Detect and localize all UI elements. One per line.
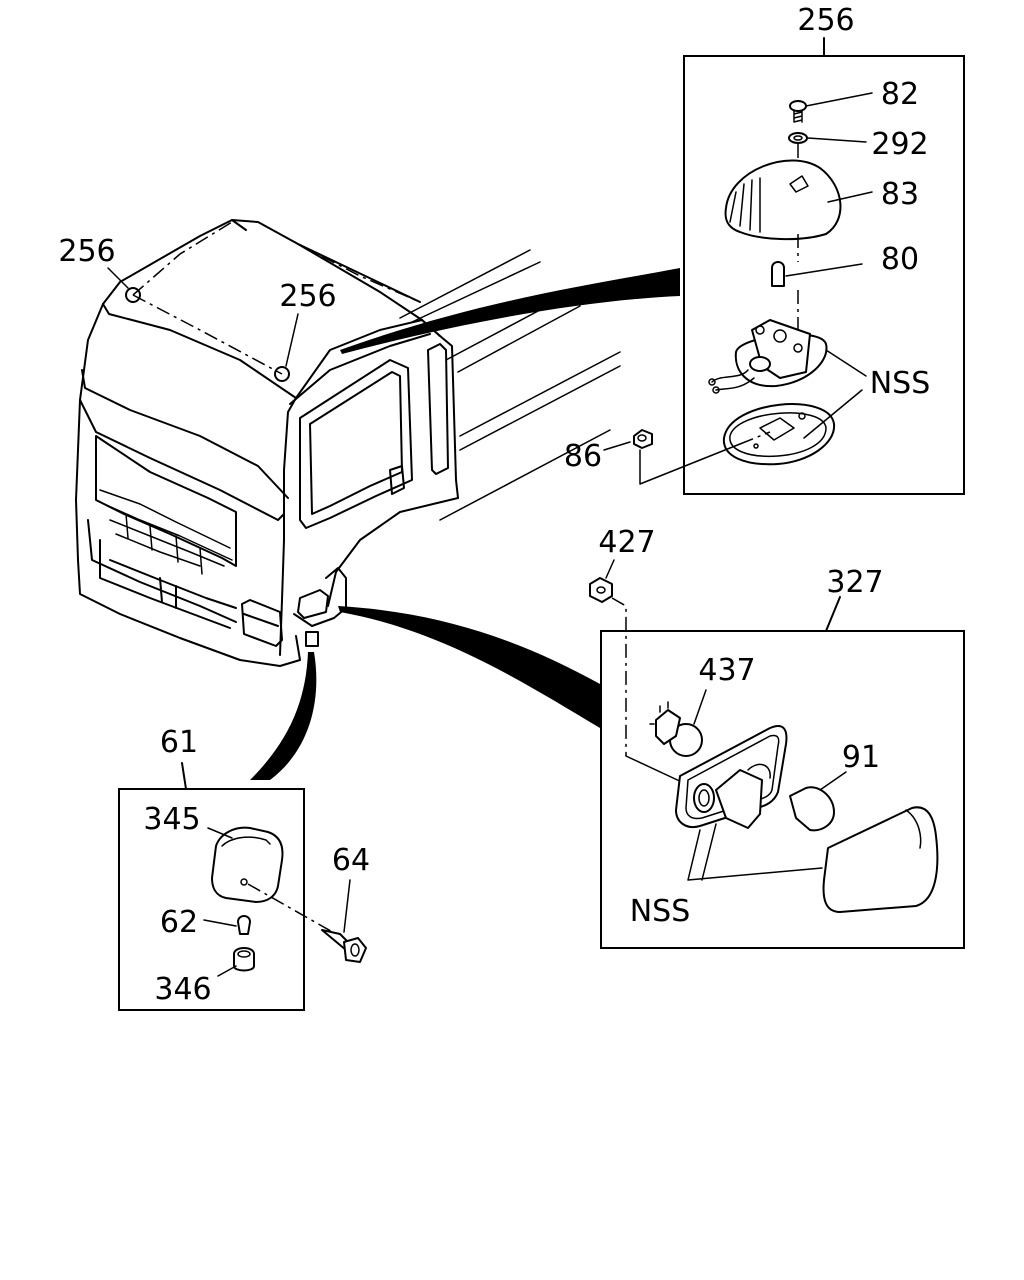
washer-292 xyxy=(788,132,867,144)
roof-lamp-detail xyxy=(603,37,965,495)
callout-tapping-screw: 64 xyxy=(332,843,370,878)
callout-washer: 292 xyxy=(871,127,928,162)
callout-side-lamp-assembly: 327 xyxy=(826,565,883,600)
lamp-gasket xyxy=(722,389,863,466)
corner-bulb-62 xyxy=(203,915,251,935)
corner-lens-345 xyxy=(207,826,284,903)
tapping-screw-64 xyxy=(321,879,367,963)
corner-lamp-detail xyxy=(118,762,367,1011)
callout-bulb-side: 91 xyxy=(842,740,880,775)
callout-corner-lens: 345 xyxy=(143,802,200,837)
callout-socket: 437 xyxy=(698,653,755,688)
callout-corner-socket: 346 xyxy=(154,972,211,1007)
side-lamp-housing xyxy=(675,725,823,881)
callout-roof-lamp-left: 256 xyxy=(58,234,115,269)
corner-socket-346 xyxy=(217,947,255,977)
pointer-side-lamp xyxy=(338,606,600,728)
callout-nss-side: NSS xyxy=(630,894,691,929)
corner-lamp-box xyxy=(118,788,305,1011)
nut-86 xyxy=(603,429,771,485)
callout-nss-roof: NSS xyxy=(870,366,931,401)
callout-lens: 83 xyxy=(881,177,919,212)
side-lamp-lens xyxy=(822,806,939,913)
socket-437 xyxy=(649,689,707,757)
callout-roof-lamp-assembly: 256 xyxy=(797,3,854,38)
callout-corner-lamp-assembly: 61 xyxy=(160,725,198,760)
callout-nut-roof: 86 xyxy=(564,439,602,474)
screw-82 xyxy=(789,92,873,123)
side-lamp-box xyxy=(600,630,965,949)
lamp-base xyxy=(708,319,867,394)
pointer-corner-lamp xyxy=(250,652,317,780)
callout-screw: 82 xyxy=(881,77,919,112)
callout-bulb-corner: 62 xyxy=(160,905,198,940)
nut-427 xyxy=(589,559,687,785)
truck-cab-illustration xyxy=(75,219,621,667)
callout-roof-lamp-center: 256 xyxy=(279,279,336,314)
bulb-80 xyxy=(771,261,863,287)
callout-nut-side: 427 xyxy=(598,525,655,560)
side-lamp-detail xyxy=(589,559,965,949)
callout-bulb-roof: 80 xyxy=(881,242,919,277)
pointer-roof-lamp xyxy=(340,268,680,354)
bulb-91 xyxy=(789,771,847,832)
lens-83 xyxy=(724,159,873,241)
